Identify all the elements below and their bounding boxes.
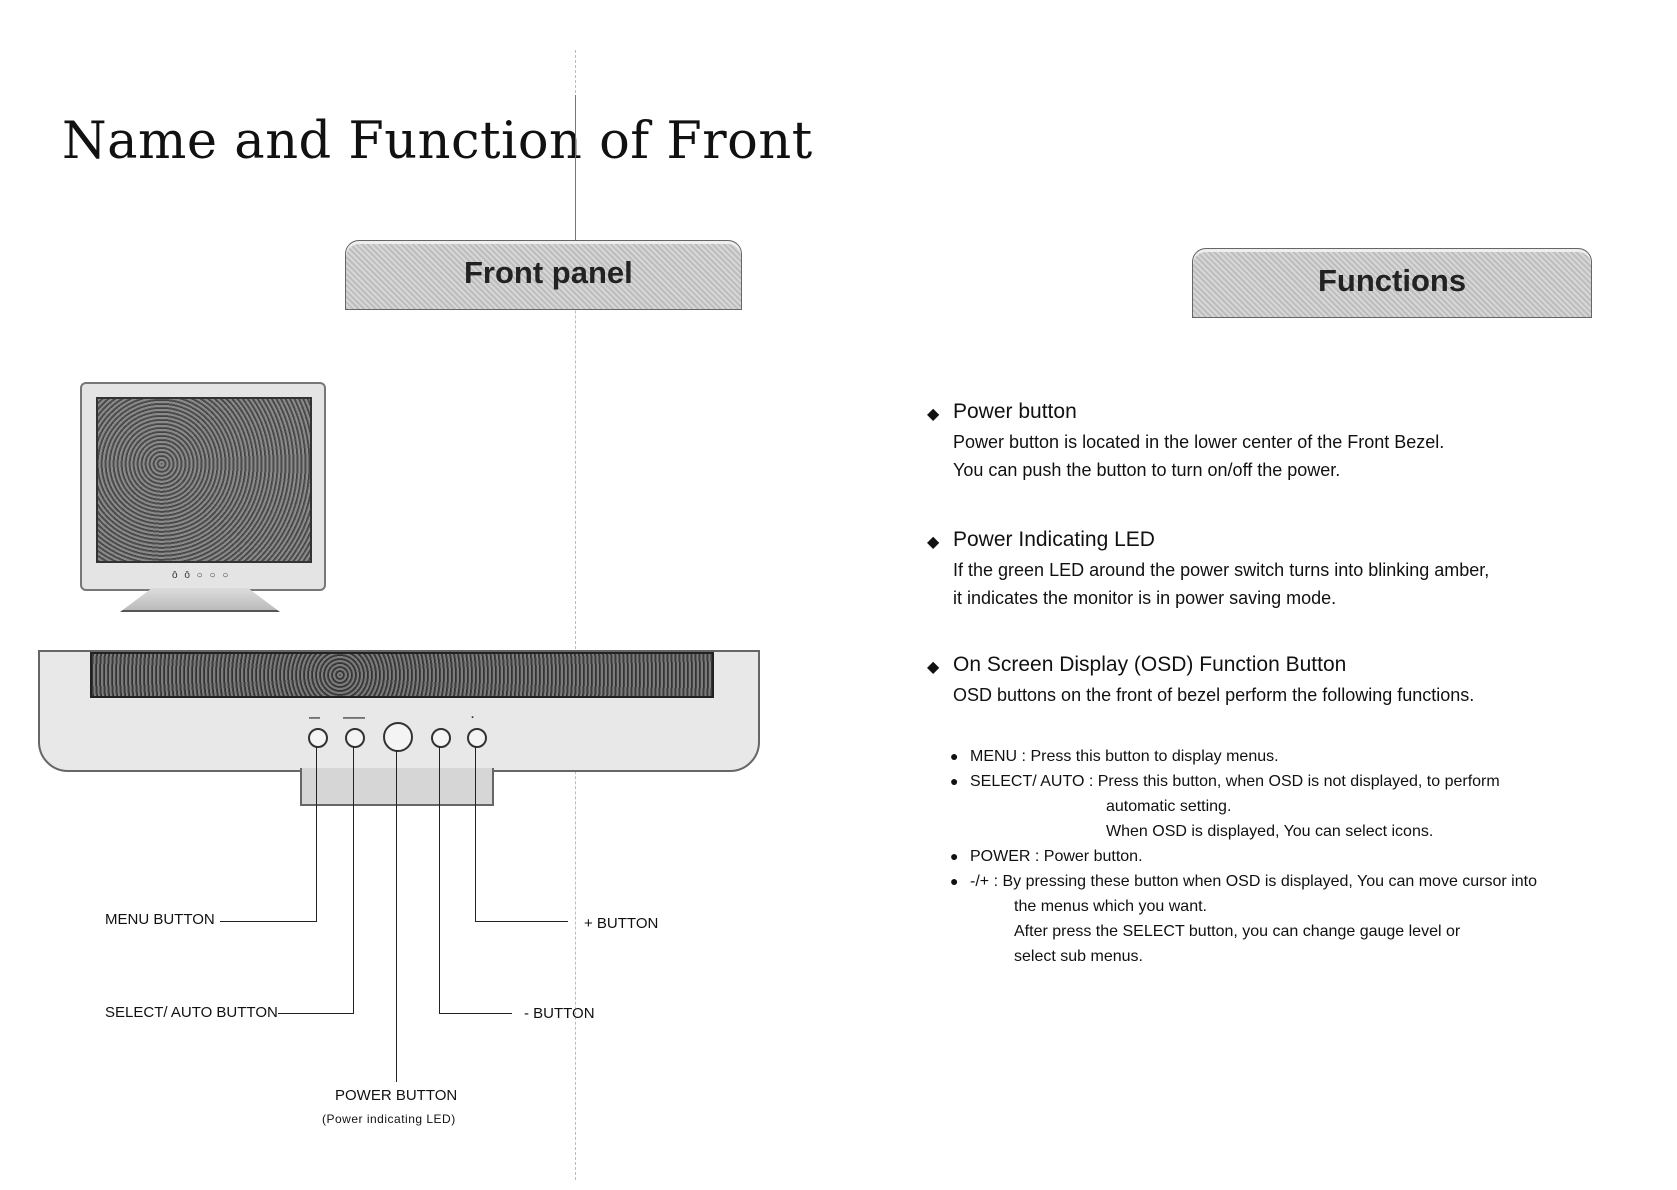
monitor-frame: ō ō ○ ○ ○ <box>80 382 326 591</box>
power-button-circle <box>383 722 413 752</box>
power-led-section: ◆ Power Indicating LED If the green LED … <box>925 528 1489 608</box>
diamond-icon: ◆ <box>927 659 940 676</box>
menu-leader-h <box>220 921 317 922</box>
bullet-icon: ● <box>950 748 959 764</box>
select-leader-v <box>353 746 354 1014</box>
list-item-continuation: When OSD is displayed, You can select ic… <box>1106 823 1434 840</box>
minus-button-circle <box>431 728 451 748</box>
select-button-circle <box>345 728 365 748</box>
select-leader-h <box>278 1013 354 1014</box>
plus-mark: · <box>471 712 475 724</box>
osd-bullet-list: ● MENU : Press this button to display me… <box>950 744 1537 969</box>
functions-label: Functions <box>1318 263 1467 298</box>
section-line: it indicates the monitor is in power sav… <box>953 588 1337 608</box>
list-item-continuation: the menus which you want. <box>1014 898 1207 915</box>
minus-button-callout: - BUTTON <box>524 1005 595 1022</box>
osd-heading: ◆ On Screen Display (OSD) Function Butto… <box>927 653 1347 676</box>
list-item-continuation: select sub menus. <box>1014 948 1143 965</box>
monitor-stand <box>120 588 280 612</box>
list-item-continuation: automatic setting. <box>1106 798 1232 815</box>
list-item: ● SELECT/ AUTO : Press this button, when… <box>950 769 1537 794</box>
select-mark: —— <box>343 712 365 724</box>
power-button-section: ◆ Power button Power button is located i… <box>925 400 1444 480</box>
monitor-screen <box>96 397 312 563</box>
list-item: ● MENU : Press this button to display me… <box>950 744 1537 769</box>
section-line: OSD buttons on the front of bezel perfor… <box>953 685 1475 705</box>
bullet-icon: ● <box>950 773 959 789</box>
plus-leader-h <box>475 921 568 922</box>
diamond-icon: ◆ <box>927 406 940 423</box>
power-led-callout: (Power indicating LED) <box>322 1112 456 1126</box>
menu-leader-v <box>316 746 317 922</box>
page-title: Name and Function of Front <box>62 112 813 171</box>
power-leader-v <box>396 750 397 1082</box>
power-button-callout: POWER BUTTON <box>335 1087 458 1104</box>
monitor-illustration: ō ō ○ ○ ○ <box>80 382 326 622</box>
front-panel-label: Front panel <box>464 255 633 290</box>
minus-leader-h <box>439 1013 512 1014</box>
osd-section: ◆ On Screen Display (OSD) Function Butto… <box>925 653 1474 705</box>
plus-leader-v <box>475 746 476 922</box>
list-item-continuation: After press the SELECT button, you can c… <box>1014 923 1461 940</box>
page-fold-line <box>575 50 576 1180</box>
menu-mark: — <box>309 712 320 724</box>
menu-button-circle <box>308 728 328 748</box>
select-auto-button-callout: SELECT/ AUTO BUTTON <box>105 1004 278 1021</box>
plus-button-circle <box>467 728 487 748</box>
monitor-button-row: ō ō ○ ○ ○ <box>172 570 231 581</box>
page-fold-mark <box>575 95 576 240</box>
list-item: ● -/+ : By pressing these button when OS… <box>950 869 1537 894</box>
bezel-screen-strip <box>90 652 714 698</box>
bullet-icon: ● <box>950 873 959 889</box>
power-button-heading: ◆ Power button <box>927 400 1077 423</box>
section-line: If the green LED around the power switch… <box>953 560 1490 580</box>
menu-button-callout: MENU BUTTON <box>105 911 215 928</box>
diamond-icon: ◆ <box>927 534 940 551</box>
plus-button-callout: + BUTTON <box>584 915 659 932</box>
list-item: ● POWER : Power button. <box>950 844 1537 869</box>
power-led-heading: ◆ Power Indicating LED <box>927 528 1155 551</box>
section-line: Power button is located in the lower cen… <box>953 432 1445 452</box>
front-bezel <box>38 650 760 772</box>
functions-tab: Functions <box>1192 248 1592 318</box>
bullet-icon: ● <box>950 848 959 864</box>
front-panel-tab: Front panel <box>345 240 742 310</box>
bezel-base <box>300 768 494 806</box>
section-line: You can push the button to turn on/off t… <box>953 460 1341 480</box>
minus-leader-v <box>439 746 440 1014</box>
